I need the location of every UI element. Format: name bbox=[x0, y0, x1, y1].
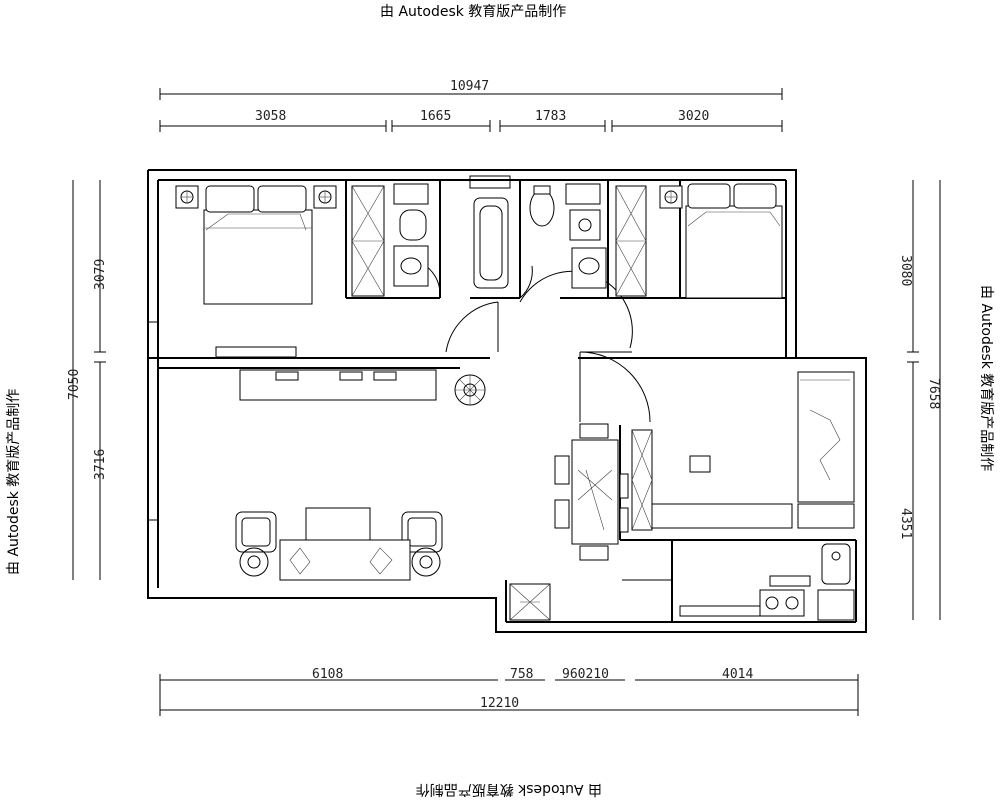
basin-counter bbox=[393, 245, 429, 287]
bathtub-icon bbox=[473, 197, 509, 289]
watermark-bottom: 由 Autodesk 教育版产品制作 bbox=[416, 781, 602, 797]
dimension-left: 7050 3079 3716 bbox=[67, 180, 108, 580]
pillow-icon bbox=[205, 185, 255, 213]
watermark-top: 由 Autodesk 教育版产品制作 bbox=[380, 4, 566, 20]
armchair-left bbox=[235, 511, 277, 553]
armchair-right bbox=[401, 511, 443, 553]
watermark-top-text: 由 Autodesk 教育版产品制作 bbox=[380, 4, 566, 20]
sink-icon bbox=[400, 257, 422, 275]
sofa bbox=[279, 539, 411, 581]
bathroom-left bbox=[393, 175, 511, 289]
balcony bbox=[509, 583, 551, 621]
wall-counter bbox=[679, 605, 761, 617]
dining-table bbox=[571, 439, 619, 545]
dim-top-seg-4: 3020 bbox=[678, 109, 709, 124]
storage-cabinet bbox=[631, 429, 653, 531]
bedroom-right bbox=[615, 183, 783, 299]
watermark-left-text: 由 Autodesk 教育版产品制作 bbox=[6, 389, 22, 575]
dim-top-seg-3: 1783 bbox=[535, 109, 566, 124]
sink-icon bbox=[578, 257, 600, 275]
dining-area bbox=[554, 423, 629, 561]
living-room bbox=[235, 369, 486, 581]
dim-left-seg-1: 3079 bbox=[93, 259, 108, 290]
basin-counter bbox=[571, 247, 607, 289]
chair-icon bbox=[619, 507, 629, 533]
watermark-right: 由 Autodesk 教育版产品制作 bbox=[978, 285, 994, 471]
dim-right-total: 7658 bbox=[926, 378, 941, 409]
side-table-left bbox=[239, 547, 269, 577]
stove-icon bbox=[759, 589, 805, 617]
pillow-icon bbox=[257, 185, 307, 213]
dim-top-seg-1: 3058 bbox=[255, 109, 286, 124]
dim-top-seg-2: 1665 bbox=[420, 109, 451, 124]
toilet-icon bbox=[529, 189, 555, 227]
double-bed-right bbox=[685, 205, 783, 299]
dim-bottom-seg-3: 960210 bbox=[562, 667, 609, 682]
kitchen-sink-icon bbox=[821, 543, 851, 585]
dim-bottom-seg-2: 758 bbox=[510, 667, 533, 682]
chair-icon bbox=[579, 423, 609, 439]
watermark-bottom-text: 由 Autodesk 教育版产品制作 bbox=[416, 781, 602, 797]
dim-bottom-total: 12210 bbox=[480, 696, 519, 711]
appliance-panel bbox=[797, 371, 855, 503]
dim-bottom-seg-1: 6108 bbox=[312, 667, 343, 682]
watermark-left: 由 Autodesk 教育版产品制作 bbox=[6, 389, 22, 575]
balcony-area bbox=[509, 583, 551, 621]
stool-icon bbox=[689, 455, 711, 473]
side-table-right bbox=[411, 547, 441, 577]
dim-right-seg-2: 4351 bbox=[898, 508, 913, 539]
tv-cabinet bbox=[239, 369, 437, 401]
plant-icon bbox=[454, 374, 486, 406]
watermark-right-text: 由 Autodesk 教育版产品制作 bbox=[978, 285, 994, 471]
shower-icon bbox=[569, 209, 601, 241]
desk-left bbox=[215, 346, 297, 358]
chair-icon bbox=[619, 473, 629, 499]
chair-icon bbox=[579, 545, 609, 561]
range-hood bbox=[769, 575, 811, 587]
double-bed-left bbox=[203, 209, 313, 305]
dim-top-total: 10947 bbox=[450, 79, 489, 94]
dim-left-seg-2: 3716 bbox=[93, 449, 108, 480]
towel-rack bbox=[565, 183, 601, 205]
towel-rack bbox=[393, 183, 429, 205]
chair-icon bbox=[554, 455, 570, 485]
dim-left-total: 7050 bbox=[67, 369, 82, 400]
chair-icon bbox=[554, 499, 570, 529]
bathroom-right bbox=[529, 183, 607, 289]
kitchen-counter bbox=[651, 503, 793, 529]
dimension-top: 10947 3058 1665 1783 3020 bbox=[159, 79, 783, 132]
dimension-right: 3080 7658 4351 bbox=[898, 180, 941, 620]
dim-bottom-seg-4: 4014 bbox=[722, 667, 753, 682]
exterior-walls bbox=[147, 169, 867, 633]
pillow-icon bbox=[687, 183, 731, 209]
pillow-icon bbox=[733, 183, 777, 209]
fridge-icon bbox=[817, 589, 855, 621]
bedroom-left bbox=[175, 185, 385, 358]
dim-right-seg-1: 3080 bbox=[898, 255, 913, 286]
dimension-bottom: 6108 758 960210 4014 12210 bbox=[159, 667, 859, 716]
sink-cabinet bbox=[797, 503, 855, 529]
toilet-icon bbox=[399, 209, 427, 241]
kitchen bbox=[631, 371, 855, 621]
